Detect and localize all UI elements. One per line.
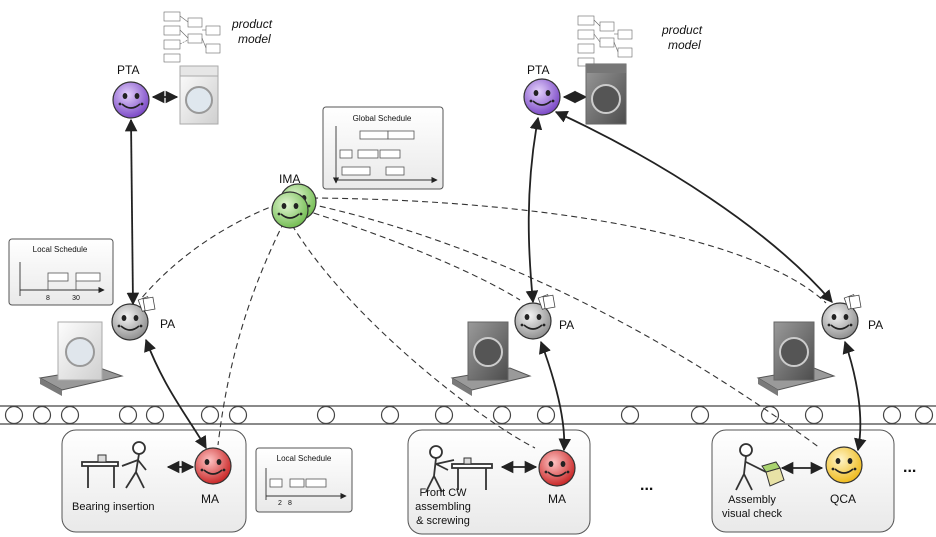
ma-agent-2-icon [538, 449, 576, 487]
conveyor-roller [200, 405, 220, 425]
agent-label-pta-right: PTA [527, 63, 549, 77]
pa-agent-2-icon [514, 302, 552, 340]
conveyor-roller [118, 405, 138, 425]
pallet-washing-machine-icon [450, 321, 532, 396]
local-schedule-tick-ma-a: 2 [278, 500, 282, 507]
station-label-bearing: Bearing insertion [72, 501, 155, 513]
local-schedule-card-pa: Local Schedule 8 30 [8, 238, 114, 306]
ellipsis-after-stations: ... [903, 459, 916, 476]
product-model-diagram-right [577, 15, 633, 67]
pta-agent-left-icon [112, 81, 150, 119]
pallet-washing-machine-icon [38, 321, 124, 396]
local-schedule-tick-pa-a: 8 [46, 295, 50, 302]
agent-label-pa-2: PA [559, 318, 574, 332]
worker-pictogram-icon [735, 443, 785, 491]
pa-agent-3-icon [821, 302, 859, 340]
conveyor-roller [60, 405, 80, 425]
conveyor-roller [492, 405, 512, 425]
ima-agent-icon [271, 191, 309, 229]
agent-label-ima: IMA [279, 172, 300, 186]
agent-label-qca: QCA [830, 492, 856, 506]
document-stack-icon [137, 296, 156, 312]
worker-pictogram-icon [81, 441, 147, 489]
qca-agent-icon [825, 446, 863, 484]
agents-layer [111, 78, 863, 487]
local-schedule-title-pa: Local Schedule [33, 245, 88, 254]
conveyor-roller [316, 405, 336, 425]
ellipsis-between-stations: ... [640, 477, 653, 494]
document-stack-icon [537, 294, 556, 310]
washing-machine-icon [585, 63, 627, 125]
conveyor-roller [4, 405, 24, 425]
conveyor-roller [228, 405, 248, 425]
local-schedule-tick-pa-b: 30 [72, 295, 80, 302]
conveyor-roller [804, 405, 824, 425]
agent-label-pta-left: PTA [117, 63, 139, 77]
conveyor-roller [914, 405, 934, 425]
local-schedule-title-ma: Local Schedule [277, 454, 332, 463]
conveyor-roller [434, 405, 454, 425]
conveyor-belt [0, 405, 936, 425]
conveyor-roller [380, 405, 400, 425]
conveyor-rollers [4, 405, 934, 425]
local-schedule-tick-ma-b: 8 [288, 500, 292, 507]
ma-agent-1-icon [194, 447, 232, 485]
ima-links [139, 197, 827, 449]
global-schedule-card: Global Schedule [322, 106, 444, 190]
pallet-washing-machine-icon [756, 321, 836, 396]
agent-label-pa-3: PA [868, 318, 883, 332]
conveyor-roller [145, 405, 165, 425]
document-stack-icon [843, 294, 862, 310]
product-model-diagram-left [163, 11, 221, 63]
agent-links [124, 90, 867, 475]
conveyor-roller [882, 405, 902, 425]
pa-agent-1-icon [111, 303, 149, 341]
agent-label-ma-2: MA [548, 492, 566, 506]
local-schedule-card-ma: Local Schedule 2 8 [255, 447, 353, 513]
conveyor-roller [536, 405, 556, 425]
agent-label-ma-1: MA [201, 492, 219, 506]
global-schedule-title: Global Schedule [353, 114, 412, 123]
conveyor-roller [690, 405, 710, 425]
washing-machine-icon [179, 65, 219, 125]
conveyor-roller [620, 405, 640, 425]
conveyor-roller [32, 405, 52, 425]
conveyor-roller [760, 405, 780, 425]
pta-agent-right-icon [523, 78, 561, 116]
agent-label-pa-1: PA [160, 317, 175, 331]
worker-pictogram-icon [425, 445, 493, 493]
